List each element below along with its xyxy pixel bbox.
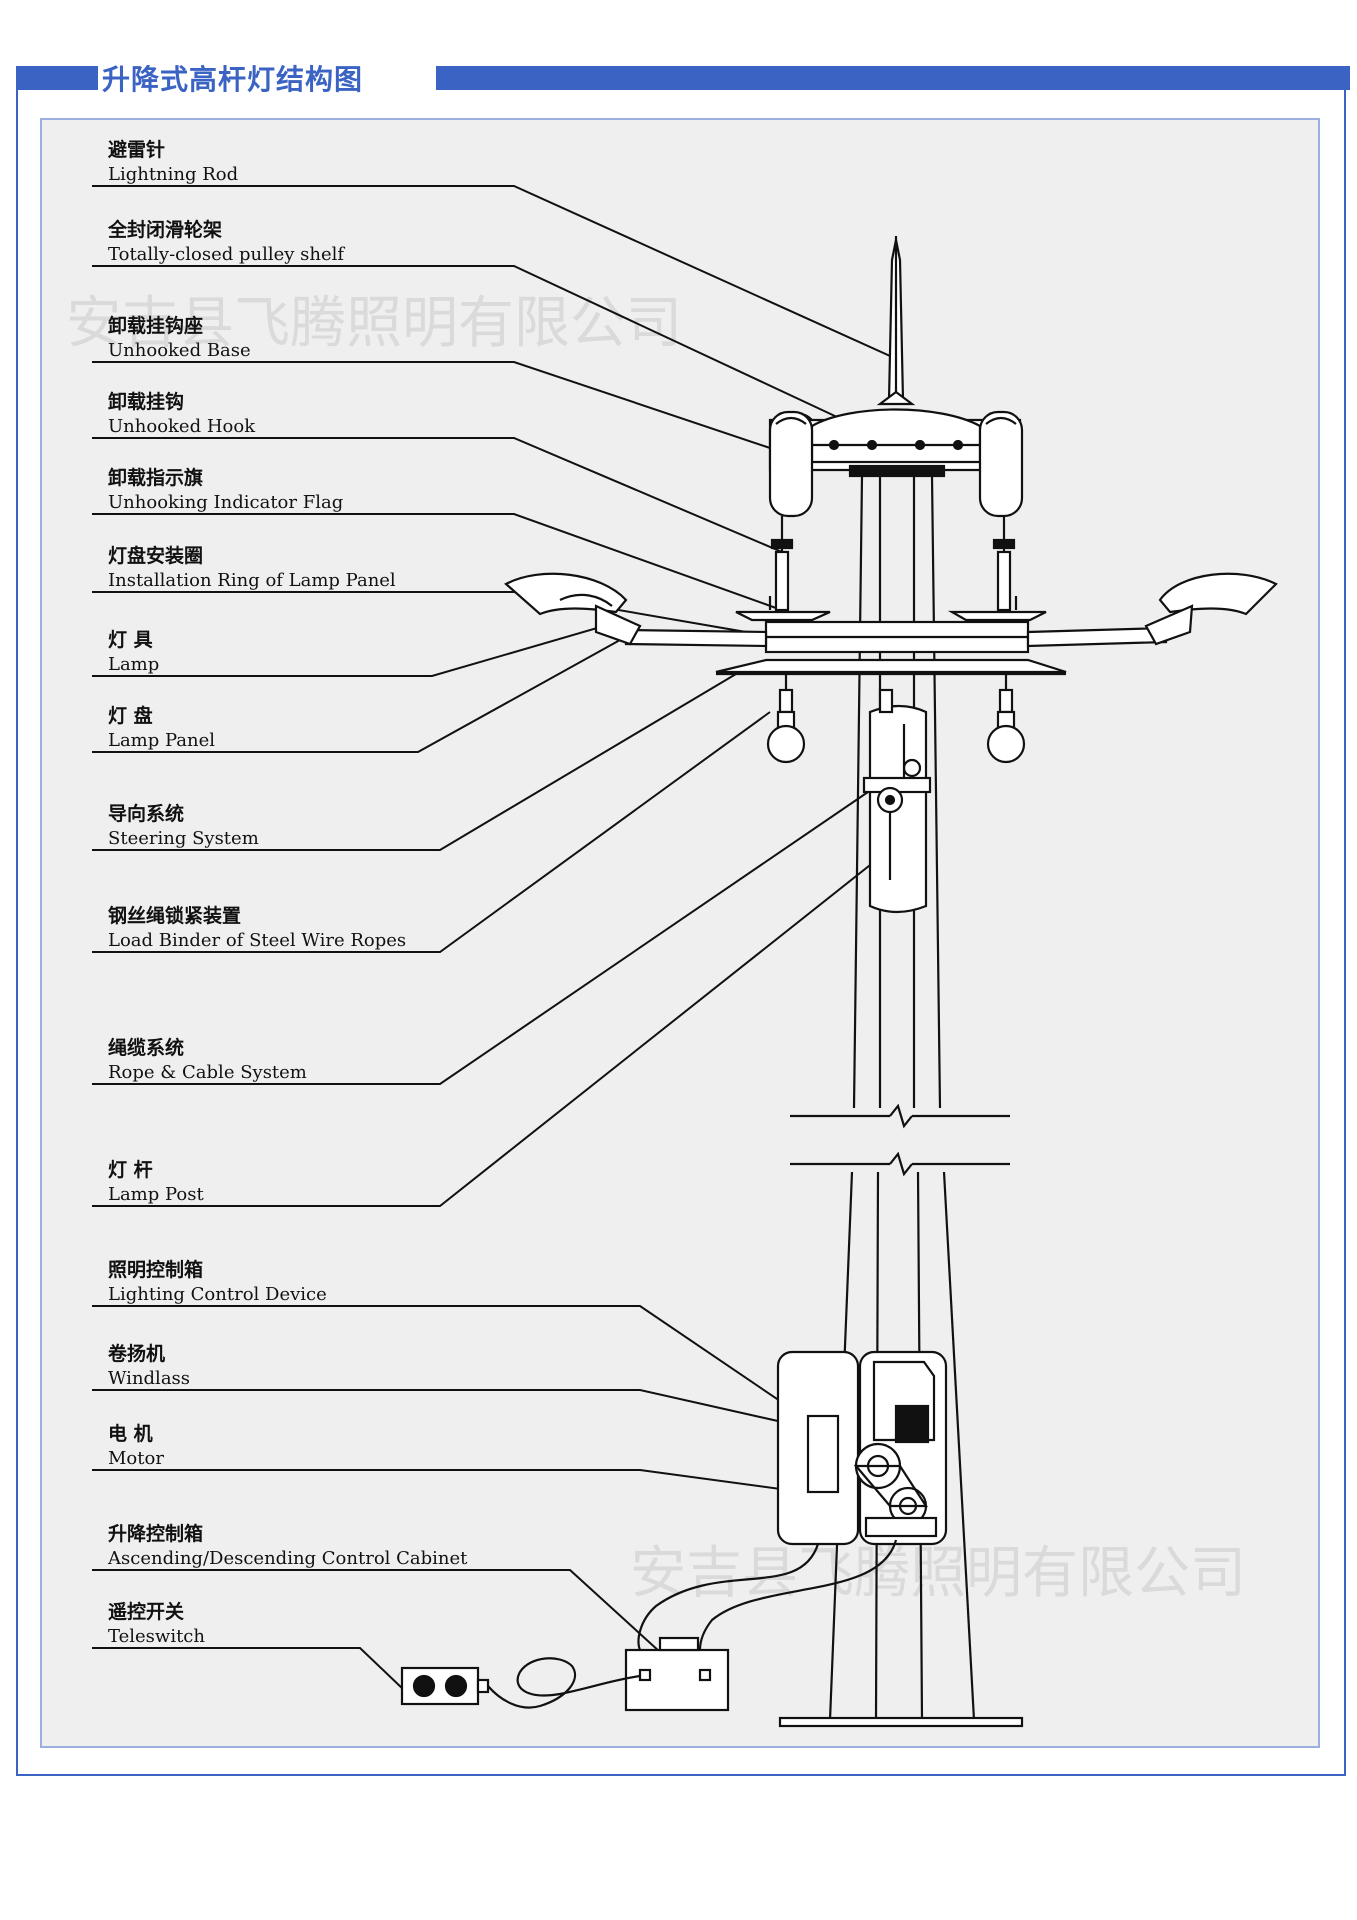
callout-leader-line [92, 265, 853, 425]
callout-leader-line [92, 673, 737, 851]
lightning-rod [876, 236, 916, 406]
callout-label-cn: 电 机 [108, 1422, 153, 1445]
callout-label-en: Lighting Control Device [108, 1284, 327, 1305]
callout-label-en: Lamp Post [108, 1184, 204, 1205]
callout-label-cn: 导向系统 [108, 802, 184, 825]
callout-unhooked-hook: 卸载挂钩 Unhooked Hook [92, 390, 783, 553]
title-accent-right [436, 66, 1350, 90]
callout-label-en: Motor [108, 1448, 164, 1469]
callout-leader-line [92, 639, 621, 753]
callout-label-cn: 照明控制箱 [108, 1258, 203, 1281]
callout-label-cn: 灯 具 [108, 629, 153, 651]
callout-lightning-rod: 避雷针 Lightning Rod [92, 138, 891, 357]
callout-label-en: Rope & Cable System [108, 1062, 307, 1083]
callout-leader-line [92, 625, 605, 677]
floodlight-lamps [504, 572, 1278, 646]
callout-leader-line [92, 513, 777, 609]
callout-label-en: Unhooked Base [108, 340, 251, 361]
lighting-control-device [806, 1414, 840, 1494]
callout-label-en: Lamp Panel [108, 730, 215, 751]
callout-label-cn: 卸载指示旗 [108, 466, 203, 489]
callout-leader-line [92, 1569, 661, 1653]
callout-rope-cable-system: 绳缆系统 Rope & Cable System [92, 791, 869, 1085]
callout-label-cn: 升降控制箱 [108, 1522, 203, 1545]
callout-label-cn: 卸载挂钩 [108, 390, 184, 413]
callout-steering-system: 导向系统 Steering System [92, 673, 737, 851]
callout-unhooking-indicator-flag: 卸载指示旗 Unhooking Indicator Flag [92, 466, 777, 609]
callout-lamp-post: 灯 杆 Lamp Post [92, 853, 885, 1207]
callout-label-cn: 避雷针 [108, 138, 165, 161]
callout-label-en: Ascending/Descending Control Cabinet [107, 1548, 468, 1569]
callout-label-en: Load Binder of Steel Wire Ropes [108, 930, 406, 951]
callout-label-cn: 灯 杆 [108, 1158, 153, 1181]
callout-label-en: Unhooking Indicator Flag [108, 492, 343, 513]
callout-leader-line [92, 1305, 809, 1421]
callout-totally-closed-pulley-shelf: 全封闭滑轮架 Totally-closed pulley shelf [92, 218, 853, 425]
watermark-bottom: 安吉县飞腾照明有限公司 [630, 1541, 1246, 1606]
mast-structure [400, 236, 1278, 1728]
outer-border [16, 86, 1346, 1776]
callout-label-en: Steering System [108, 828, 259, 849]
callout-label-cn: 卷扬机 [107, 1342, 165, 1365]
callout-leader-line [92, 1647, 405, 1691]
callout-label-cn: 灯盘安装圈 [108, 544, 203, 567]
callout-teleswitch: 遥控开关 Teleswitch [92, 1600, 405, 1691]
callout-label-en: Lightning Rod [108, 164, 238, 185]
steering-system [862, 688, 932, 914]
title-bar: 升降式高杆灯结构图 [16, 60, 1350, 96]
callout-leader-line [92, 1389, 881, 1445]
callout-leader-line [92, 711, 771, 953]
unhooked-hooks [735, 516, 1047, 622]
callout-ascending-descending-control-cabinet: 升降控制箱 Ascending/Descending Control Cabine… [92, 1522, 661, 1653]
control-housing [776, 1350, 948, 1546]
callout-label-cn: 灯 盘 [108, 704, 153, 727]
mast-break [790, 1103, 1010, 1177]
page-title: 升降式高杆灯结构图 [102, 63, 364, 96]
callout-load-binder-of-steel-wire-ropes: 钢丝绳锁紧装置 Load Binder of Steel Wire Ropes [92, 711, 771, 953]
callout-label-cn: 全封闭滑轮架 [107, 218, 222, 241]
title-accent-left [16, 66, 98, 90]
watermark-top: 安吉县飞腾照明有限公司 [66, 291, 682, 356]
callout-label-cn: 卸载挂钩座 [108, 314, 203, 337]
callout-label-en: Windlass [108, 1368, 190, 1389]
teleswitch [400, 1657, 641, 1709]
callout-lamp-panel: 灯 盘 Lamp Panel [92, 639, 621, 753]
callout-label-en: Lamp [108, 654, 159, 675]
callout-leader-line [92, 185, 891, 357]
callout-label-en: Unhooked Hook [108, 416, 256, 437]
callout-label-cn: 钢丝绳锁紧装置 [108, 904, 241, 927]
callout-label-en: Totally-closed pulley shelf [108, 244, 345, 265]
callout-label-cn: 绳缆系统 [108, 1036, 184, 1059]
callout-lighting-control-device: 照明控制箱 Lighting Control Device [92, 1258, 809, 1421]
callout-label-en: Teleswitch [108, 1626, 205, 1647]
callout-label-en: Installation Ring of Lamp Panel [108, 570, 396, 591]
callout-leader-line [92, 437, 783, 553]
control-cabinet [624, 1539, 898, 1712]
pulley-shelf [768, 408, 1024, 518]
callout-leader-line [92, 791, 869, 1085]
callout-leader-line [92, 361, 771, 449]
callout-unhooked-base: 卸载挂钩座 Unhooked Base [92, 314, 771, 449]
callout-windlass: 卷扬机 Windlass [92, 1342, 881, 1445]
callout-label-cn: 遥控开关 [108, 1600, 184, 1623]
callout-leader-line [92, 853, 885, 1207]
hanging-lamps [766, 674, 1026, 764]
callout-installation-ring-of-lamp-panel: 灯盘安装圈 Installation Ring of Lamp Panel [92, 544, 805, 643]
lamp-panel-ring [624, 620, 1168, 676]
callout-lamp: 灯 具 Lamp [92, 625, 605, 677]
